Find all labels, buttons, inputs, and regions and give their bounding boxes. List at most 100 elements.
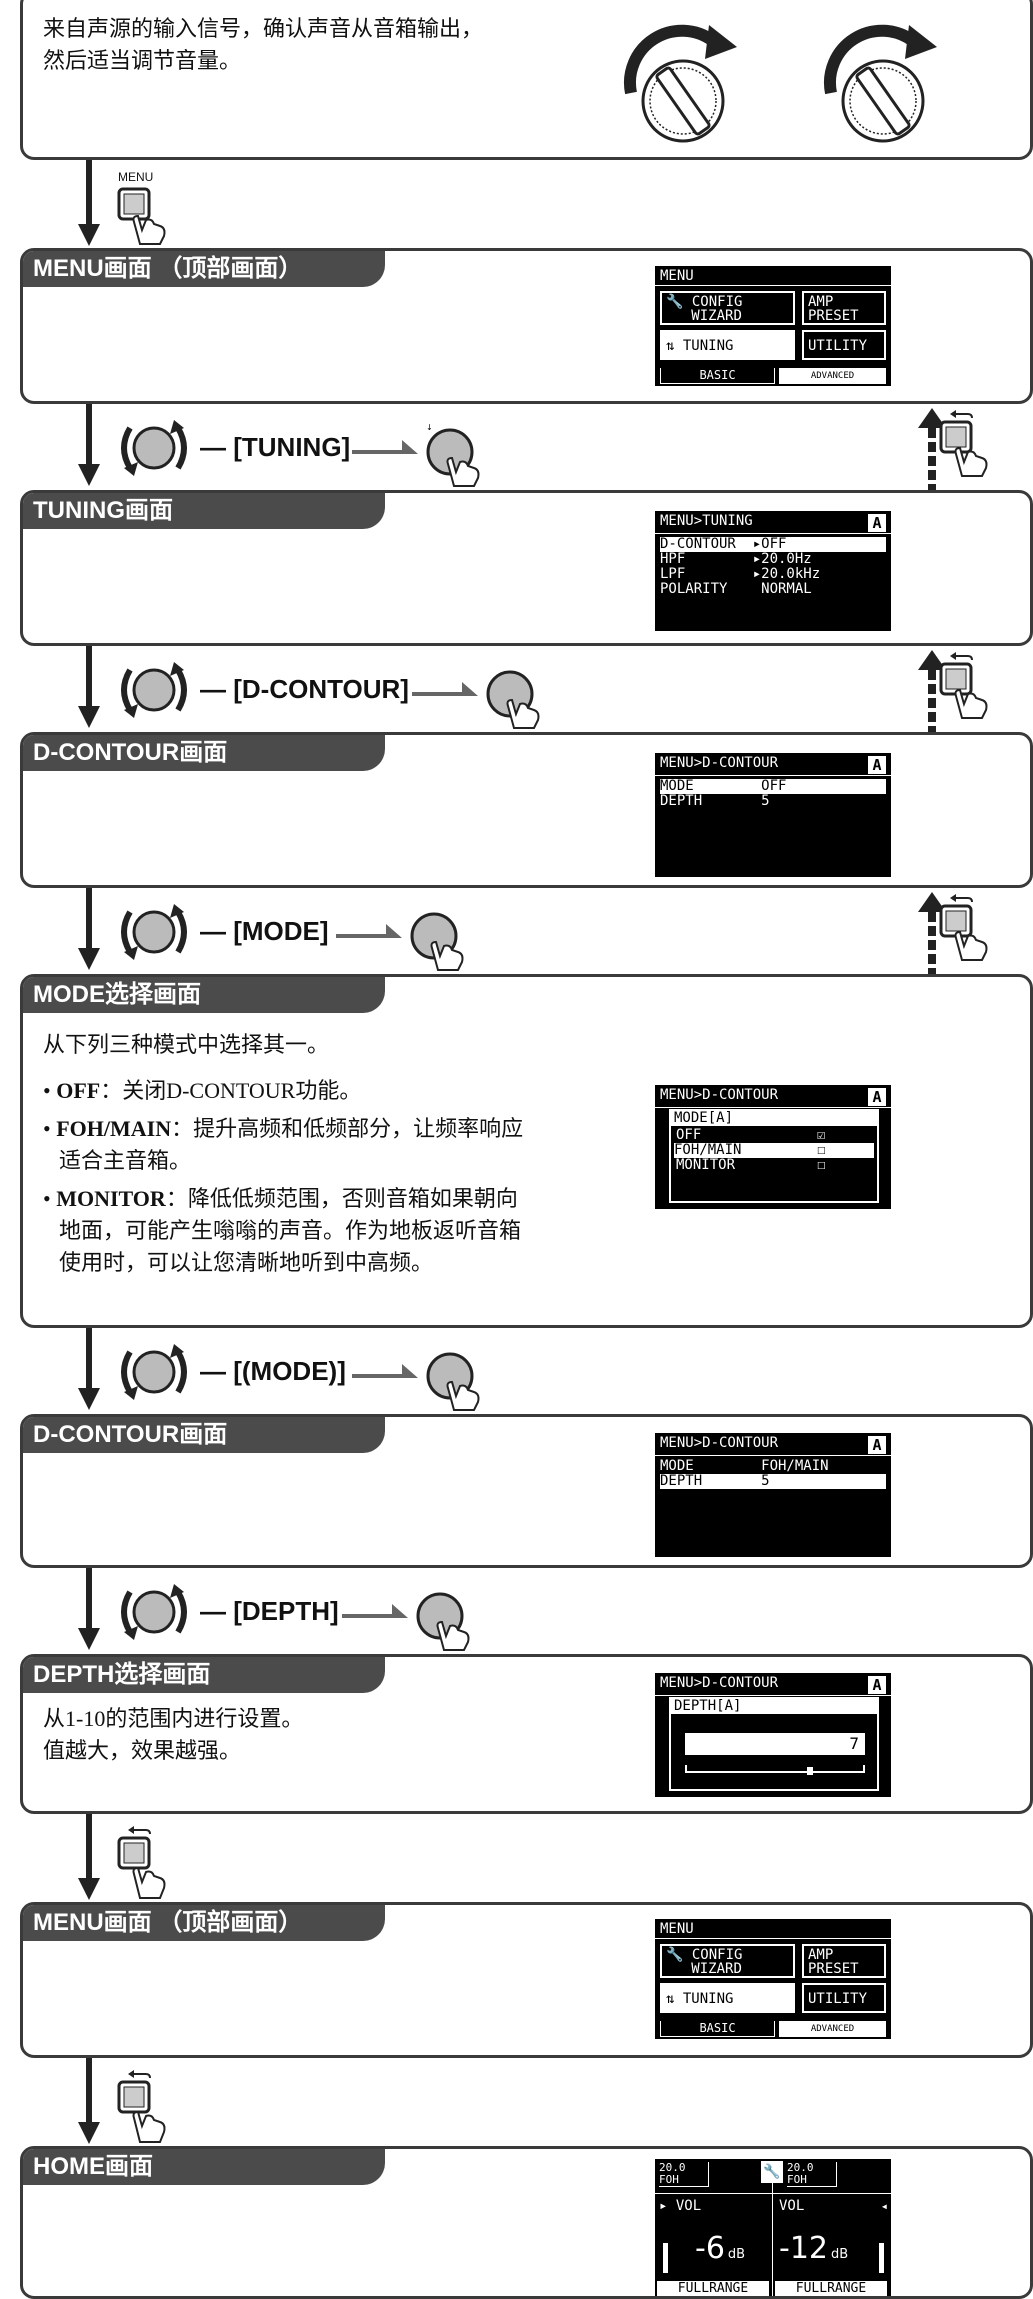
lcd-row-depth[interactable]: DEPTH 5 <box>660 793 770 809</box>
dial-press-icon[interactable] <box>408 906 472 974</box>
lcd-header: MENU>D-CONTOUR <box>660 1087 779 1103</box>
down-arrowhead <box>78 224 100 246</box>
dial-press-icon[interactable] <box>414 1586 478 1654</box>
intro-line-1: 来自声源的输入信号，确认声音从音箱输出， <box>43 16 484 41</box>
down-arrowhead <box>78 948 100 970</box>
panel-title: MENU画面 （顶部画面） <box>23 1905 385 1941</box>
dial-press-icon[interactable] <box>424 1346 488 1414</box>
down-arrowhead <box>78 1388 100 1410</box>
lcd-row-polarity[interactable]: POLARITY NORMAL <box>660 581 812 597</box>
right-vol-value: -12 <box>779 2231 828 2266</box>
option-off[interactable]: OFF <box>676 1127 702 1143</box>
right-preset-value: 20.0 <box>787 2161 814 2174</box>
utility-label: UTILITY <box>808 338 868 354</box>
utility-item[interactable]: UTILITY <box>802 1983 886 2013</box>
menu-lcd: MENU 🔧 CONFIG WIZARD AMP PRESET ⇅ TUNING… <box>655 266 891 386</box>
depth-slider-track[interactable] <box>685 1771 865 1773</box>
tab-advanced[interactable]: ADVANCED <box>779 2021 886 2037</box>
tuning-item[interactable]: ⇅ TUNING <box>660 330 795 360</box>
menu-panel-top-2: MENU画面 （顶部画面） MENU 🔧 CONFIG WIZARD AMP P… <box>20 1902 1033 2058</box>
back-button-icon[interactable] <box>116 2068 176 2144</box>
config-label: CONFIG <box>691 294 743 310</box>
option-foh-main[interactable]: FOH/MAIN <box>674 1143 874 1158</box>
lcd-row-hpf[interactable]: HPF ▸20.0Hz <box>660 551 812 567</box>
depth-lcd: MENU>D-CONTOUR A DEPTH[A] 7 <box>655 1673 891 1797</box>
left-vol-text: VOL <box>675 2198 702 2214</box>
off-desc: ：关闭D-CONTOUR功能。 <box>100 1078 362 1103</box>
depth-slider-thumb[interactable] <box>806 1767 813 1775</box>
depth-value: 7 <box>849 1734 859 1753</box>
config-wizard-item[interactable]: 🔧 CONFIG WIZARD <box>660 1944 795 1978</box>
lcd-row-mode[interactable]: MODE OFF <box>660 779 886 794</box>
wizard-label: WIZARD <box>691 1961 742 1977</box>
lcd-header: MENU>TUNING <box>660 513 753 529</box>
tuning-item[interactable]: ⇅ TUNING <box>660 1983 795 2013</box>
right-level-bar <box>879 2243 884 2273</box>
wizard-label: WIZARD <box>691 308 742 324</box>
mon-desc-1: ：降低低频范围，否则音箱如果朝向 <box>165 1186 518 1211</box>
arrow-right-icon <box>342 1604 408 1618</box>
lcd-row-depth[interactable]: DEPTH 5 <box>660 1474 886 1489</box>
back-button-icon[interactable] <box>938 408 998 478</box>
back-button-icon[interactable] <box>938 650 998 720</box>
tab-advanced[interactable]: ADVANCED <box>779 368 886 384</box>
dial-press-icon[interactable] <box>484 664 548 732</box>
foh-desc-2: 适合主音箱。 <box>59 1148 192 1173</box>
panel-title: HOME画面 <box>23 2149 385 2185</box>
option-off-check[interactable]: ☑ <box>817 1127 826 1143</box>
tuning-label: TUNING <box>682 338 734 354</box>
amp-label: AMP <box>808 1947 834 1963</box>
depth-popup: DEPTH[A] 7 <box>669 1697 879 1791</box>
svg-text:↓: ↓ <box>426 423 433 432</box>
lcd-header: MENU <box>660 1921 694 1937</box>
up-arrow-icon <box>918 408 946 490</box>
lcd-row-mode[interactable]: MODE FOH/MAIN <box>660 1458 829 1474</box>
option-monitor[interactable]: MONITOR <box>676 1157 736 1173</box>
down-arrow <box>86 1568 92 1630</box>
amp-preset-item[interactable]: AMP PRESET <box>802 1944 886 1978</box>
menu-button-icon[interactable] <box>116 186 176 248</box>
dial-press-icon[interactable]: ↓ <box>424 422 488 490</box>
mode-popup: MODE[A] OFF ☑ FOH/MAIN ☐ MONITOR ☐ <box>669 1109 879 1203</box>
amp-preset-item[interactable]: AMP PRESET <box>802 291 886 325</box>
config-wizard-item[interactable]: 🔧 CONFIG WIZARD <box>660 291 795 325</box>
amp-label: AMP <box>808 294 834 310</box>
channel-a-badge: A <box>868 1088 886 1106</box>
up-arrow-icon <box>918 650 946 732</box>
dial-turn-icon[interactable] <box>116 1582 192 1642</box>
right-vol-text: VOL <box>779 2198 805 2214</box>
channel-a-badge: A <box>868 1676 886 1694</box>
foh-desc-1: ：提升高频和低频部分，让频率响应 <box>171 1116 524 1141</box>
panel-title: D-CONTOUR画面 <box>23 735 385 771</box>
dial-turn-icon[interactable] <box>116 1342 192 1402</box>
step-tuning-label: — [TUNING] <box>200 432 351 462</box>
back-button-icon[interactable] <box>938 892 998 962</box>
popup-title: DEPTH[A] <box>671 1699 877 1714</box>
down-arrowhead <box>78 464 100 486</box>
depth-value-field[interactable]: 7 <box>685 1733 865 1755</box>
option-foh-check[interactable]: ☐ <box>817 1142 826 1158</box>
right-mode-label: FULLRANGE <box>775 2281 887 2296</box>
channel-a-badge: A <box>868 514 886 532</box>
arrow-right-icon <box>412 682 478 696</box>
lcd-row-dcontour[interactable]: D-CONTOUR ▸OFF <box>660 537 886 552</box>
down-arrow <box>86 1328 92 1390</box>
menu-button-label: MENU <box>118 170 154 184</box>
dcontour-panel: D-CONTOUR画面 MENU>D-CONTOUR A MODE OFF DE… <box>20 732 1033 888</box>
dial-turn-icon[interactable] <box>116 660 192 720</box>
option-monitor-check[interactable]: ☐ <box>817 1157 826 1173</box>
arrow-right-icon <box>336 924 402 938</box>
step-dcontour-label: — [D-CONTOUR] <box>200 674 409 704</box>
lcd-row-lpf[interactable]: LPF ▸20.0kHz <box>660 566 821 582</box>
utility-item[interactable]: UTILITY <box>802 330 886 360</box>
dial-turn-icon[interactable] <box>116 902 192 962</box>
tab-basic[interactable]: BASIC <box>660 368 775 384</box>
dcontour-panel-2: D-CONTOUR画面 MENU>D-CONTOUR A MODE FOH/MA… <box>20 1414 1033 1568</box>
dial-turn-icon[interactable] <box>116 418 192 478</box>
tab-basic[interactable]: BASIC <box>660 2021 775 2037</box>
channel-a-badge: A <box>868 756 886 774</box>
back-button-icon[interactable] <box>116 1824 176 1900</box>
left-vol-unit: dB <box>727 2247 746 2262</box>
